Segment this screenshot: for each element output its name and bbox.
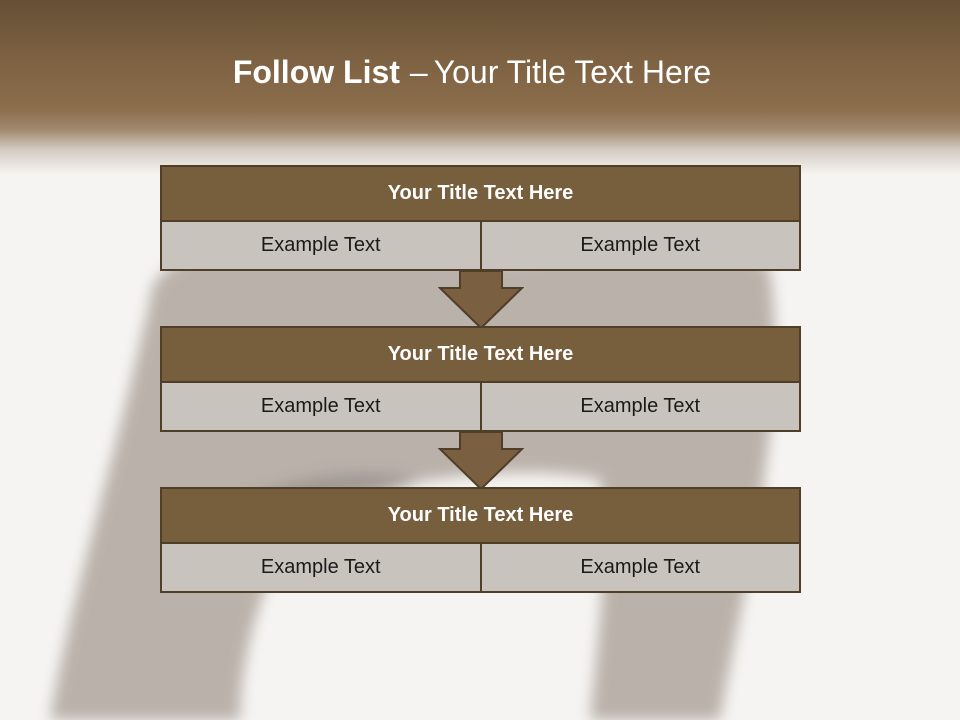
title-bold: Follow List xyxy=(232,54,400,90)
slide-title: Follow List–Your Title Text Here xyxy=(0,54,944,91)
block-cell-left: Example Text xyxy=(162,222,480,269)
block-cell-right: Example Text xyxy=(479,383,799,430)
title-dash: – xyxy=(409,54,428,90)
block-title: Your Title Text Here xyxy=(160,165,801,222)
down-arrow-icon xyxy=(438,431,524,491)
block-cell-right: Example Text xyxy=(479,544,799,591)
list-block-1: Your Title Text Here Example Text Exampl… xyxy=(160,165,801,271)
block-cell-left: Example Text xyxy=(162,383,480,430)
block-row: Example Text Example Text xyxy=(160,383,801,432)
block-title: Your Title Text Here xyxy=(160,487,801,544)
title-rest: Your Title Text Here xyxy=(433,54,712,90)
block-cell-right: Example Text xyxy=(479,222,799,269)
list-block-3: Your Title Text Here Example Text Exampl… xyxy=(160,487,801,593)
block-row: Example Text Example Text xyxy=(160,222,801,271)
block-cell-left: Example Text xyxy=(162,544,480,591)
block-row: Example Text Example Text xyxy=(160,544,801,593)
header-band xyxy=(0,0,960,175)
list-block-2: Your Title Text Here Example Text Exampl… xyxy=(160,326,801,432)
down-arrow-icon xyxy=(438,270,524,330)
block-title: Your Title Text Here xyxy=(160,326,801,383)
